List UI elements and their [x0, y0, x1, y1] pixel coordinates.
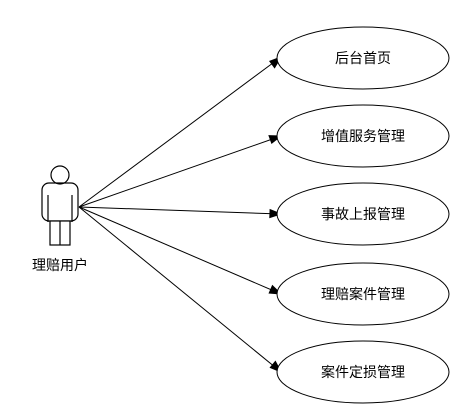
actor-head [50, 165, 70, 185]
use-case-1: 后台首页 [276, 26, 450, 90]
use-case-label: 理赔案件管理 [321, 286, 405, 303]
association-line-3 [78, 206, 282, 215]
use-case-3: 事故上报管理 [276, 182, 450, 246]
use-case-label: 后台首页 [335, 51, 391, 67]
use-case-ellipse [276, 26, 450, 90]
association-line-4 [78, 206, 282, 295]
use-case-ellipse [276, 104, 450, 168]
use-case-ellipse [276, 262, 450, 326]
use-case-2: 增值服务管理 [276, 104, 450, 168]
association-line-2 [78, 135, 282, 208]
use-case-label: 事故上报管理 [321, 207, 405, 223]
use-case-label: 案件定损管理 [321, 364, 405, 381]
association-line-5 [78, 206, 282, 373]
association-line-1 [78, 56, 282, 208]
actor [41, 165, 79, 246]
use-case-5: 案件定损管理 [276, 340, 450, 404]
use-case-4: 理赔案件管理 [276, 262, 450, 326]
use-case-ellipse [276, 340, 450, 404]
arrowhead-3 [269, 208, 283, 219]
use-case-label: 增值服务管理 [321, 129, 405, 145]
use-case-ellipse [276, 182, 450, 246]
actor-label: 理赔用户 [32, 257, 88, 274]
associations [78, 56, 283, 373]
